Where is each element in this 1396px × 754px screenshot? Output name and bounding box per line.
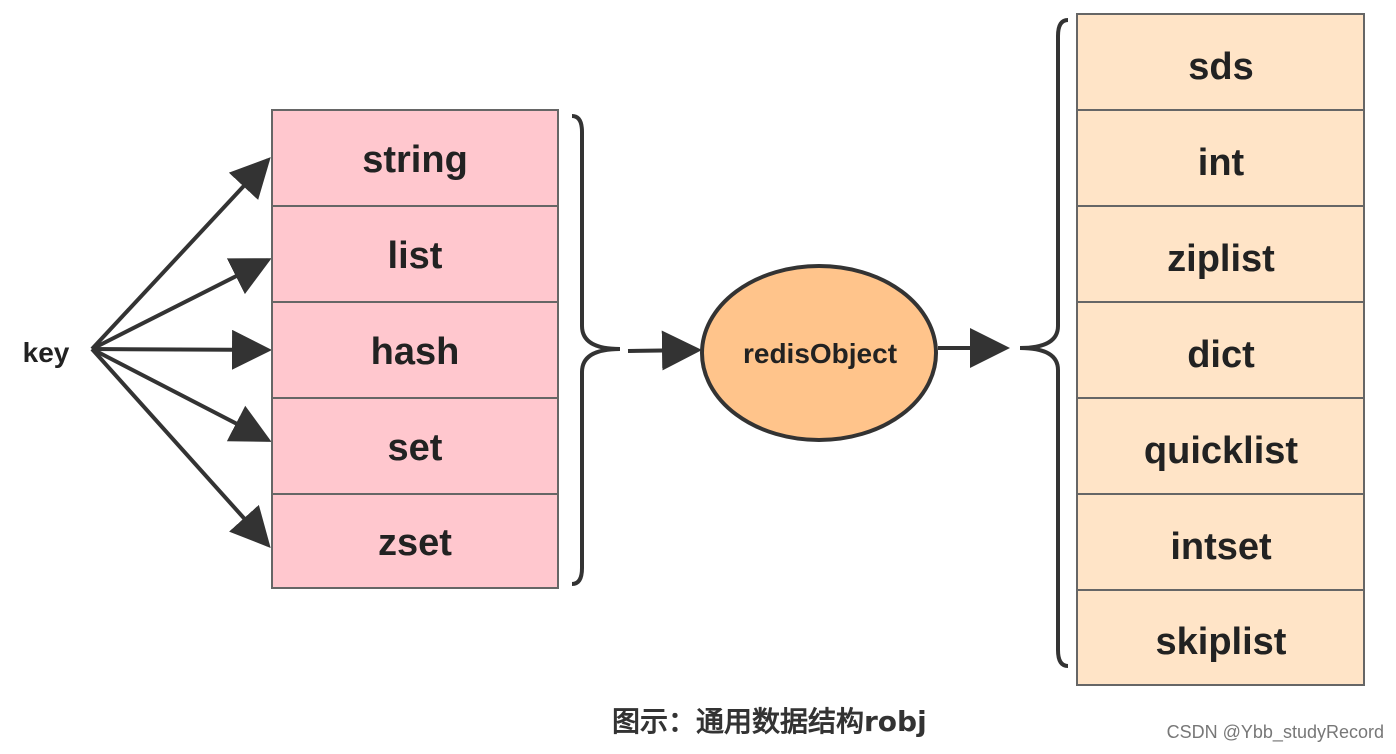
encoding-box-intset xyxy=(1076,493,1365,591)
arrow-key-to-hash xyxy=(91,329,272,370)
encoding-label-int: int xyxy=(1198,142,1245,184)
encoding-box-sds xyxy=(1076,13,1365,111)
type-box-zset xyxy=(271,493,559,589)
encoding-label-ziplist: ziplist xyxy=(1167,238,1275,280)
encoding-label-dict: dict xyxy=(1187,334,1255,376)
encoding-brace xyxy=(1019,18,1069,668)
arrow-brace-to-object xyxy=(627,330,702,371)
redis-object-node xyxy=(700,264,938,442)
encoding-box-skiplist xyxy=(1076,589,1365,686)
type-brace xyxy=(571,114,621,586)
type-label-string: string xyxy=(362,139,468,181)
type-label-hash: hash xyxy=(371,331,460,373)
encoding-label-intset: intset xyxy=(1170,526,1272,568)
arrow-key-to-list xyxy=(91,258,272,351)
source-credit: CSDN @Ybb_studyRecord xyxy=(1166,722,1384,742)
encoding-stack: sds int ziplist dict quicklist intset sk… xyxy=(1076,13,1365,686)
arrow-key-to-string xyxy=(90,157,271,351)
type-box-set xyxy=(271,397,559,495)
type-label-zset: zset xyxy=(378,522,452,564)
type-label-list: list xyxy=(388,235,443,277)
key-label: key xyxy=(23,337,70,368)
encoding-box-dict xyxy=(1076,301,1365,399)
type-box-string xyxy=(271,109,559,207)
encoding-label-quicklist: quicklist xyxy=(1144,430,1298,472)
key-arrows xyxy=(90,157,272,548)
arrow-key-to-zset xyxy=(90,347,271,548)
figure-caption: 图示：通用数据结构robj xyxy=(612,705,927,738)
encoding-box-ziplist xyxy=(1076,205,1365,303)
arrow-key-to-set xyxy=(91,347,272,442)
type-stack: string list hash set zset xyxy=(271,109,559,589)
encoding-label-skiplist: skiplist xyxy=(1156,621,1287,663)
encoding-box-int xyxy=(1076,109,1365,207)
type-label-set: set xyxy=(388,427,443,469)
type-box-hash xyxy=(271,301,559,399)
redis-object-label: redisObject xyxy=(743,338,897,369)
type-box-list xyxy=(271,205,559,303)
encoding-box-quicklist xyxy=(1076,397,1365,495)
encoding-label-sds: sds xyxy=(1188,46,1253,88)
